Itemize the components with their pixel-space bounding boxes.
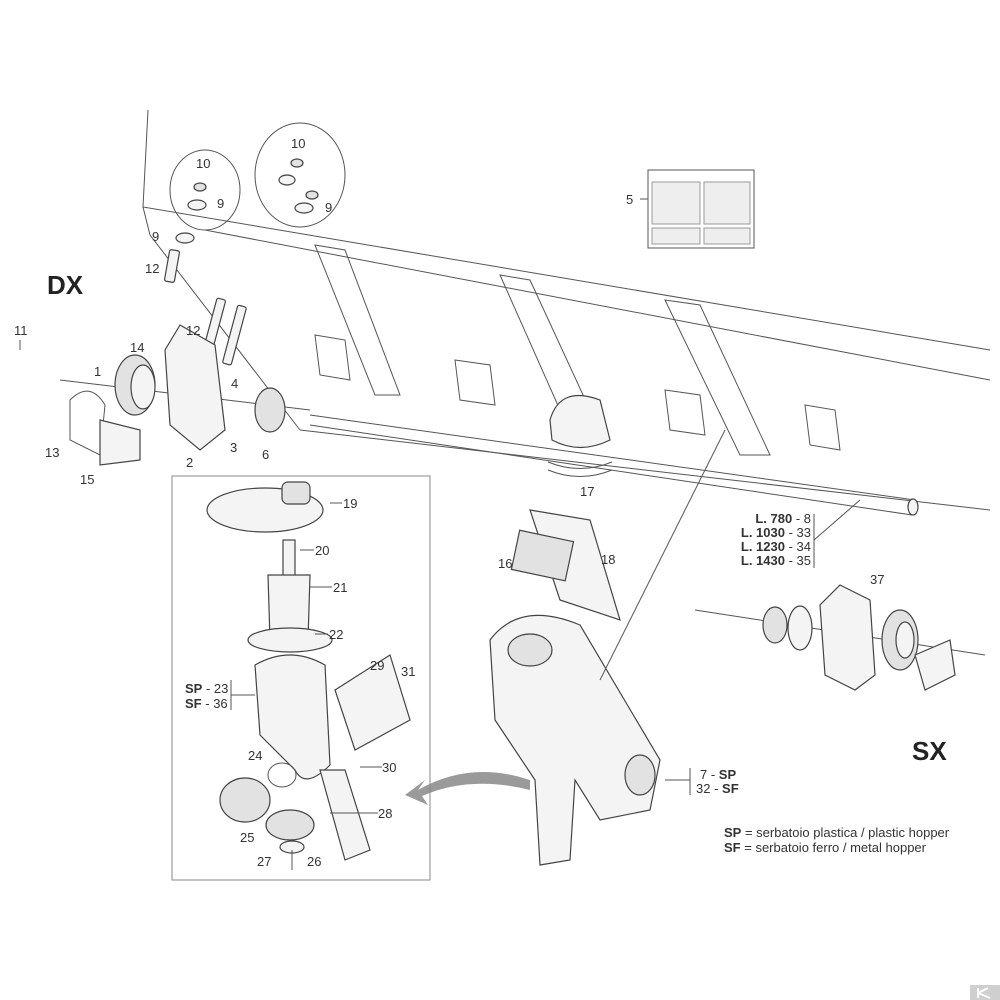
callouts: 10 9 10 9 9 12 11 12 14 1 4 13 2 3 6 15 …	[14, 136, 884, 869]
callout: 14	[130, 340, 144, 355]
callout: 9	[217, 196, 224, 211]
nut-icon	[175, 158, 319, 244]
svg-text:SP - 23: SP - 23	[185, 681, 228, 696]
svg-text:32 - SF: 32 - SF	[696, 781, 739, 796]
svg-text:SF - 36: SF - 36	[185, 696, 228, 711]
svg-text:SF = serbatoio ferro / metal h: SF = serbatoio ferro / metal hopper	[724, 840, 927, 855]
hopper-frame	[142, 109, 991, 511]
callout: 24	[248, 748, 262, 763]
callout: 11	[14, 323, 28, 338]
callout: 10	[196, 156, 210, 171]
callout: 15	[80, 472, 94, 487]
drive-housing-sx	[819, 584, 876, 691]
bracket-sx	[914, 639, 956, 691]
callout: 37	[870, 572, 884, 587]
legend: SP = serbatoio plastica / plastic hopper…	[724, 825, 950, 855]
callout: 5	[626, 192, 633, 207]
callout: 26	[307, 854, 321, 869]
variant-callout-7-32: 7 - SP 32 - SF	[696, 767, 739, 796]
arrow-icon	[405, 772, 530, 805]
callout: 10	[291, 136, 305, 151]
detail-bubble	[169, 149, 241, 231]
callout: 17	[580, 484, 594, 499]
callout: 25	[240, 830, 254, 845]
shaft-length-table: L. 780 - 8 L. 1030 - 33 L. 1230 - 34 L. …	[741, 511, 811, 568]
inset-box	[171, 475, 431, 881]
callout: 31	[401, 664, 415, 679]
svg-text:L. 1430 - 35: L. 1430 - 35	[741, 553, 811, 568]
leader-lines	[19, 340, 861, 814]
callout: 28	[378, 806, 392, 821]
inset-parts	[206, 481, 411, 870]
svg-text:SP = serbatoio plastica / plas: SP = serbatoio plastica / plastic hopper	[724, 825, 950, 840]
detail-bubble	[254, 122, 346, 228]
callout: 22	[329, 627, 343, 642]
callout: 18	[601, 552, 615, 567]
bracket-15	[99, 419, 141, 466]
callout: 9	[152, 229, 159, 244]
callout: 1	[94, 364, 101, 379]
callout: 19	[343, 496, 357, 511]
outlet-spout	[549, 394, 611, 449]
side-label-dx: DX	[47, 270, 84, 300]
svg-text:L. 1030 - 33: L. 1030 - 33	[741, 525, 811, 540]
drive-housing-2	[164, 324, 226, 451]
callout: 21	[333, 580, 347, 595]
brand-logo	[970, 985, 1000, 1000]
brush-16	[510, 529, 575, 582]
callout: 12	[186, 323, 200, 338]
label-sticker	[640, 169, 755, 249]
callout: 9	[325, 200, 332, 215]
hopper-7-32	[489, 614, 661, 866]
callout: 29	[370, 658, 384, 673]
callout: 16	[498, 556, 512, 571]
callout: 4	[231, 376, 238, 391]
gear-sx	[762, 606, 788, 644]
bolt-icon	[164, 249, 247, 366]
callout: 13	[45, 445, 59, 460]
svg-text:L. 780 - 8: L. 780 - 8	[755, 511, 811, 526]
callout: 2	[186, 455, 193, 470]
callout: 12	[145, 261, 159, 276]
callout: 20	[315, 543, 329, 558]
svg-text:L. 1230 - 34: L. 1230 - 34	[741, 539, 811, 554]
gear-6	[254, 387, 286, 433]
variant-callout-23-36: SP - 23 SF - 36	[185, 681, 228, 711]
side-label-sx: SX	[912, 736, 947, 766]
svg-text:7 - SP: 7 - SP	[700, 767, 736, 782]
callout: 27	[257, 854, 271, 869]
callout: 30	[382, 760, 396, 775]
callout: 3	[230, 440, 237, 455]
callout: 6	[262, 447, 269, 462]
drive-shaft	[309, 414, 919, 516]
